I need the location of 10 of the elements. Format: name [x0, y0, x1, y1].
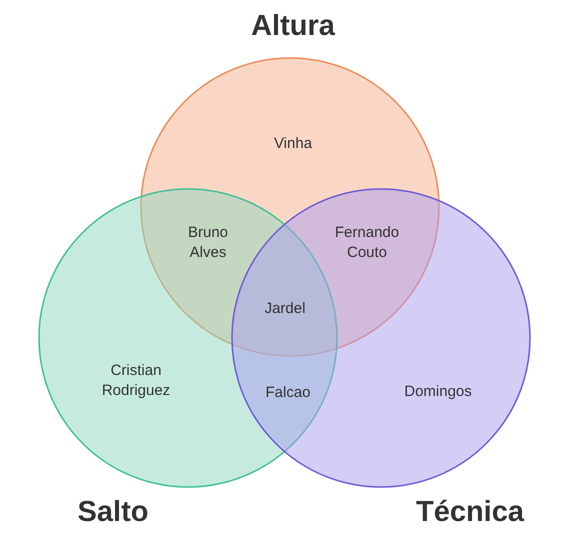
- player-name: Domingos: [403, 382, 473, 402]
- player-name: Cristian Rodriguez: [100, 361, 172, 401]
- player-name: Vinha: [272, 134, 314, 154]
- player-name: Jardel: [264, 299, 306, 319]
- set-heading: Salto: [78, 496, 148, 529]
- set-heading: Altura: [251, 10, 335, 43]
- player-name: Bruno Alves: [186, 223, 230, 263]
- set-heading: Técnica: [416, 496, 524, 529]
- player-name: Falcao: [264, 383, 312, 403]
- player-name: Fernando Couto: [334, 223, 400, 263]
